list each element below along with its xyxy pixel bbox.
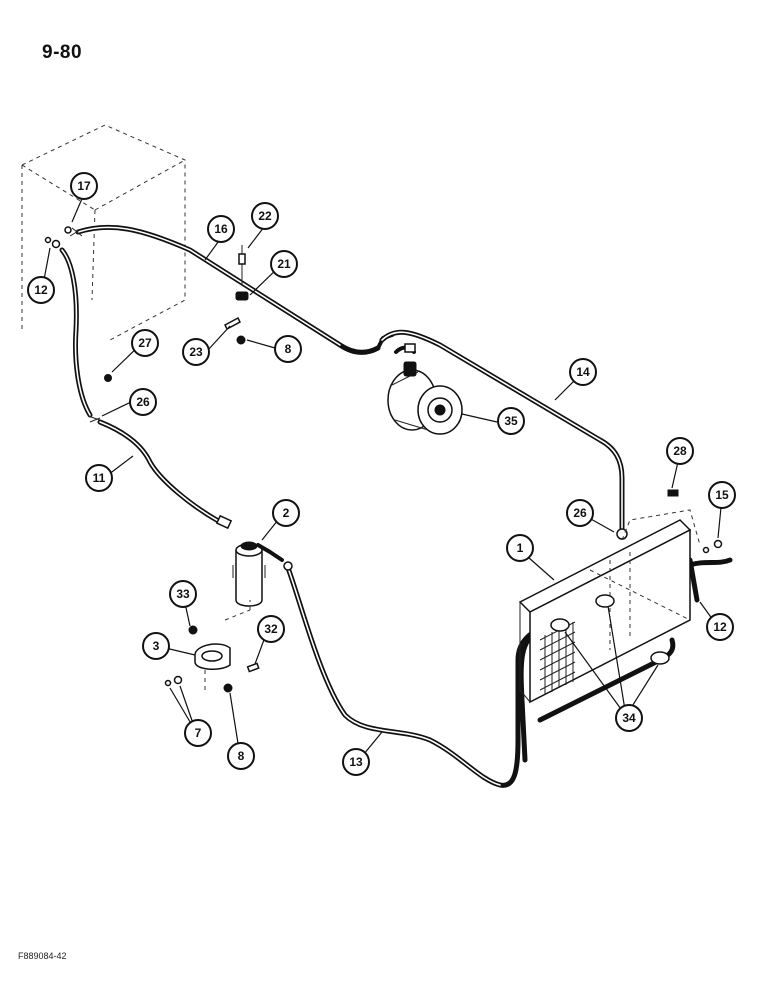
callout-15: 15 — [708, 481, 736, 509]
svg-text:12: 12 — [713, 620, 727, 634]
svg-text:27: 27 — [138, 336, 152, 350]
condenser — [518, 519, 692, 704]
callout-12-right: 12 — [706, 613, 734, 641]
svg-text:14: 14 — [576, 365, 590, 379]
callout-14: 14 — [569, 358, 597, 386]
cab-outline — [21, 124, 186, 341]
callout-26-left: 26 — [129, 388, 157, 416]
callout-12-left: 12 — [27, 276, 55, 304]
svg-text:35: 35 — [504, 414, 518, 428]
hose-clamp-hardware — [224, 245, 249, 345]
svg-text:8: 8 — [285, 342, 292, 356]
svg-text:23: 23 — [189, 345, 203, 359]
svg-text:1: 1 — [517, 541, 524, 555]
svg-text:12: 12 — [34, 283, 48, 297]
svg-text:26: 26 — [136, 395, 150, 409]
svg-text:34: 34 — [622, 711, 636, 725]
svg-text:7: 7 — [195, 726, 202, 740]
svg-text:32: 32 — [264, 622, 278, 636]
callout-13: 13 — [342, 748, 370, 776]
callout-26-right: 26 — [566, 499, 594, 527]
hose-12-left — [44, 236, 93, 418]
svg-text:2: 2 — [283, 506, 290, 520]
small-fittings — [64, 226, 723, 554]
svg-text:21: 21 — [277, 257, 291, 271]
hose-13 — [283, 561, 563, 788]
svg-text:28: 28 — [673, 444, 687, 458]
callout-1: 1 — [506, 534, 534, 562]
svg-text:16: 16 — [214, 222, 228, 236]
hose-14 — [379, 329, 625, 533]
callout-28: 28 — [666, 437, 694, 465]
hose-11 — [87, 415, 233, 530]
callout-11: 11 — [85, 464, 113, 492]
svg-text:15: 15 — [715, 488, 729, 502]
callout-33: 33 — [169, 580, 197, 608]
svg-text:13: 13 — [349, 755, 363, 769]
svg-text:22: 22 — [258, 209, 272, 223]
compressor — [387, 343, 463, 435]
callout-35: 35 — [497, 407, 525, 435]
callout-2: 2 — [272, 499, 300, 527]
callout-34: 34 — [615, 704, 643, 732]
callout-17: 17 — [70, 172, 98, 200]
svg-text:3: 3 — [153, 639, 160, 653]
mounting-bracket — [164, 600, 260, 693]
hose-16 — [69, 224, 394, 355]
callout-21: 21 — [270, 250, 298, 278]
callout-8-bottom: 8 — [227, 742, 255, 770]
svg-text:26: 26 — [573, 506, 587, 520]
callout-16: 16 — [207, 215, 235, 243]
page-number: 9-80 — [42, 42, 83, 63]
figure-code: F889084-42 — [18, 951, 67, 961]
callout-32: 32 — [257, 615, 285, 643]
svg-text:8: 8 — [238, 749, 245, 763]
svg-text:11: 11 — [93, 471, 106, 485]
callout-3: 3 — [142, 632, 170, 660]
callout-8-top: 8 — [274, 335, 302, 363]
callout-7: 7 — [184, 719, 212, 747]
callout-22: 22 — [251, 202, 279, 230]
svg-text:33: 33 — [176, 587, 190, 601]
callout-27: 27 — [131, 329, 159, 357]
receiver-drier — [232, 541, 284, 607]
callout-23: 23 — [182, 338, 210, 366]
svg-text:17: 17 — [77, 179, 91, 193]
